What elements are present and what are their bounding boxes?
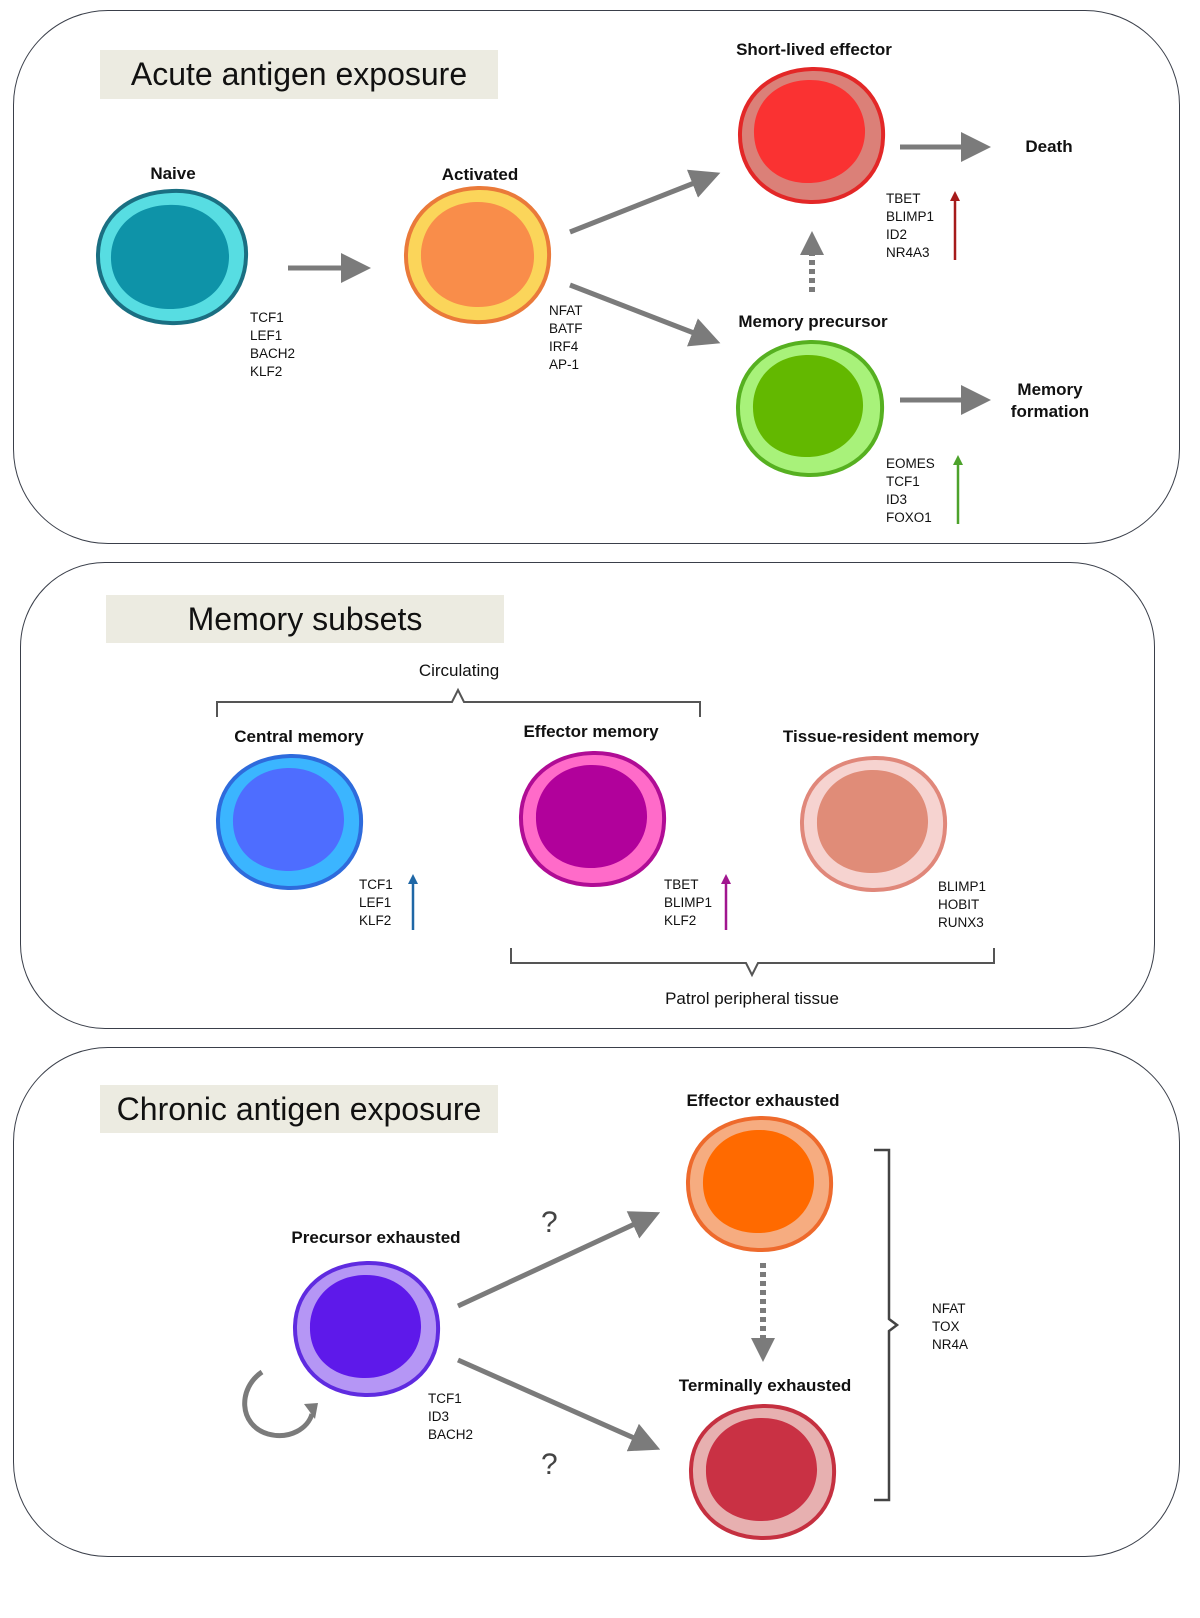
gene: BACH2 bbox=[250, 346, 296, 361]
effector-exhausted-label: Effector exhausted bbox=[686, 1091, 840, 1110]
gene: KLF2 bbox=[664, 913, 697, 928]
memory-formation-line: formation bbox=[1010, 402, 1090, 421]
gene: BATF bbox=[549, 321, 583, 336]
question-mark-lower: ? bbox=[541, 1448, 558, 1481]
gene: ID3 bbox=[428, 1409, 450, 1424]
acute-title: Acute antigen exposure bbox=[100, 50, 498, 99]
gene: NR4A bbox=[932, 1337, 969, 1352]
exhausted-bracket bbox=[874, 1148, 900, 1502]
terminally-exhausted-cell bbox=[688, 1403, 837, 1541]
circulating-bracket bbox=[216, 687, 701, 717]
arrow-activated-to-short-lived bbox=[569, 169, 721, 235]
gene: NFAT bbox=[932, 1301, 966, 1316]
gene: KLF2 bbox=[250, 364, 283, 379]
terminally-exhausted-label: Terminally exhausted bbox=[678, 1376, 852, 1395]
gene: LEF1 bbox=[250, 328, 283, 343]
memory-precursor-genes: EOMES TCF1 ID3 FOXO1 bbox=[886, 455, 935, 527]
short-lived-genes: TBET BLIMP1 ID2 NR4A3 bbox=[886, 190, 934, 262]
precursor-exhausted-cell bbox=[292, 1260, 441, 1398]
effector-memory-genes: TBET BLIMP1 KLF2 bbox=[664, 876, 712, 930]
naive-genes: TCF1 LEF1 BACH2 KLF2 bbox=[250, 309, 295, 381]
circulating-label: Circulating bbox=[418, 661, 500, 680]
gene: TCF1 bbox=[428, 1391, 462, 1406]
gene: FOXO1 bbox=[886, 510, 932, 525]
activated-label: Activated bbox=[441, 165, 519, 184]
gene: HOBIT bbox=[938, 897, 980, 912]
chronic-title: Chronic antigen exposure bbox=[100, 1085, 498, 1133]
naive-cell bbox=[95, 188, 249, 326]
precursor-exhausted-label: Precursor exhausted bbox=[291, 1228, 461, 1247]
central-memory-cell bbox=[215, 753, 364, 891]
naive-label: Naive bbox=[150, 164, 196, 183]
memory-formation-line: Memory bbox=[1017, 380, 1083, 399]
gene: AP-1 bbox=[549, 357, 580, 372]
gene: TOX bbox=[932, 1319, 960, 1334]
central-memory-genes: TCF1 LEF1 KLF2 bbox=[359, 876, 393, 930]
gene: TCF1 bbox=[886, 474, 920, 489]
memory-formation-label: Memory formation bbox=[1000, 379, 1100, 423]
tissue-resident-memory-cell bbox=[799, 755, 948, 893]
patrol-bracket bbox=[510, 948, 995, 978]
arrow-precursor-to-terminally-exhausted bbox=[456, 1357, 661, 1452]
death-label: Death bbox=[1025, 137, 1073, 156]
memory-precursor-label: Memory precursor bbox=[738, 312, 888, 331]
activated-cell bbox=[403, 185, 552, 325]
short-lived-effector-label: Short-lived effector bbox=[736, 40, 892, 59]
patrol-label: Patrol peripheral tissue bbox=[665, 989, 839, 1008]
gene: RUNX3 bbox=[938, 915, 984, 930]
gene: BLIMP1 bbox=[938, 879, 987, 894]
gene: BLIMP1 bbox=[664, 895, 713, 910]
gene: ID2 bbox=[886, 227, 908, 242]
tissue-resident-genes: BLIMP1 HOBIT RUNX3 bbox=[938, 878, 986, 932]
gene: TBET bbox=[664, 877, 699, 892]
gene: NR4A3 bbox=[886, 245, 930, 260]
arrow-precursor-to-effector-exhausted bbox=[456, 1211, 661, 1309]
exhausted-shared-genes: NFAT TOX NR4A bbox=[932, 1300, 968, 1354]
self-renewal-arrowhead bbox=[304, 1403, 318, 1419]
question-mark-upper: ? bbox=[541, 1206, 558, 1239]
gene: KLF2 bbox=[359, 913, 392, 928]
gene: ID3 bbox=[886, 492, 908, 507]
precursor-exhausted-genes: TCF1 ID3 BACH2 bbox=[428, 1390, 473, 1444]
gene: EOMES bbox=[886, 456, 935, 471]
effector-memory-label: Effector memory bbox=[523, 722, 659, 741]
tissue-resident-memory-label: Tissue-resident memory bbox=[782, 727, 980, 746]
gene: IRF4 bbox=[549, 339, 579, 354]
central-memory-label: Central memory bbox=[234, 727, 364, 746]
memory-precursor-cell bbox=[735, 339, 885, 478]
effector-exhausted-cell bbox=[685, 1115, 834, 1253]
gene: TBET bbox=[886, 191, 921, 206]
activated-genes: NFAT BATF IRF4 AP-1 bbox=[549, 302, 583, 374]
gene: BACH2 bbox=[428, 1427, 474, 1442]
gene: TCF1 bbox=[359, 877, 393, 892]
self-renewal-arrow bbox=[242, 1369, 315, 1438]
gene: BLIMP1 bbox=[886, 209, 935, 224]
gene: TCF1 bbox=[250, 310, 284, 325]
gene: LEF1 bbox=[359, 895, 392, 910]
effector-memory-cell bbox=[518, 750, 667, 888]
short-lived-effector-cell bbox=[737, 66, 886, 205]
arrow-activated-to-memory-precursor bbox=[569, 282, 721, 347]
memory-title: Memory subsets bbox=[106, 595, 504, 643]
gene: NFAT bbox=[549, 303, 583, 318]
